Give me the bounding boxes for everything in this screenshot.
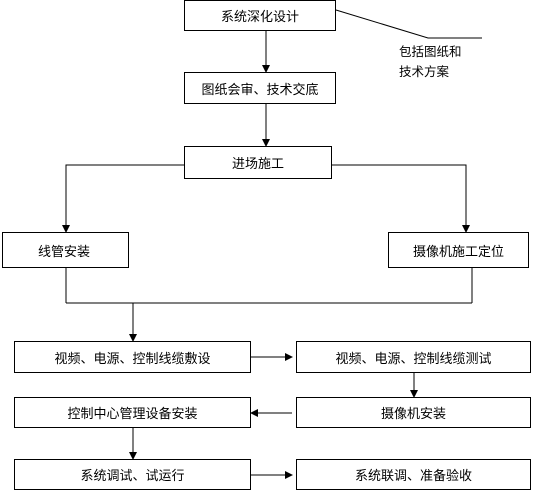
note-line-1: 包括图纸和 <box>399 44 462 59</box>
node-control-center: 控制中心管理设备安装 <box>14 397 251 428</box>
node-commissioning: 系统调试、试运行 <box>14 459 251 490</box>
node-review: 图纸会审、技术交底 <box>184 72 336 104</box>
node-cable-test: 视频、电源、控制线缆测试 <box>296 341 531 373</box>
node-cabling: 视频、电源、控制线缆敷设 <box>14 341 251 373</box>
note-line-2: 技术方案 <box>399 64 450 79</box>
node-design: 系统深化设计 <box>184 0 336 31</box>
note-leader-line <box>335 9 482 39</box>
node-conduit: 线管安装 <box>2 232 129 268</box>
arrow-entry-to-camera-position <box>332 164 470 233</box>
node-entry: 进场施工 <box>184 146 332 179</box>
node-camera-position: 摄像机施工定位 <box>388 232 529 268</box>
note-design-scope: 包括图纸和 技术方案 <box>399 42 462 82</box>
node-camera-install: 摄像机安装 <box>296 397 531 428</box>
arrow-entry-to-conduit <box>62 164 184 233</box>
node-acceptance: 系统联调、准备验收 <box>296 459 531 490</box>
